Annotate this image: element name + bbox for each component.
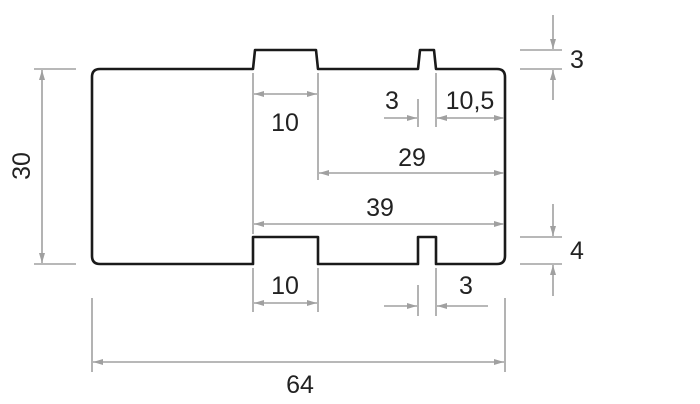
label-top-3: 3 — [385, 87, 399, 115]
label-39: 39 — [366, 194, 394, 222]
dimension-bottom-notch-10: 10 — [252, 268, 319, 312]
label-right-4: 4 — [570, 237, 584, 265]
dimension-tab-height-3: 3 — [520, 15, 584, 100]
dimension-notch-depth-4: 4 — [520, 204, 584, 296]
dimension-bottom-small-notch-3: 3 — [384, 268, 488, 316]
dimension-29: 29 — [319, 144, 504, 176]
label-top-10: 10 — [271, 109, 299, 137]
dimension-width-64: 64 — [91, 298, 506, 399]
dimension-top-tab-10: 10 — [254, 91, 317, 137]
label-10-5: 10,5 — [446, 87, 495, 115]
label-29: 29 — [398, 144, 426, 172]
dimension-top-small-tab: 3 10,5 — [384, 87, 504, 121]
part-outline — [90, 48, 507, 266]
label-right-3: 3 — [570, 46, 584, 74]
dimension-39: 39 — [254, 194, 504, 227]
label-30: 30 — [8, 152, 36, 180]
label-bottom-10: 10 — [271, 272, 299, 300]
dimension-height-30: 30 — [8, 68, 76, 265]
label-bottom-3: 3 — [459, 272, 473, 300]
label-64: 64 — [286, 371, 314, 399]
